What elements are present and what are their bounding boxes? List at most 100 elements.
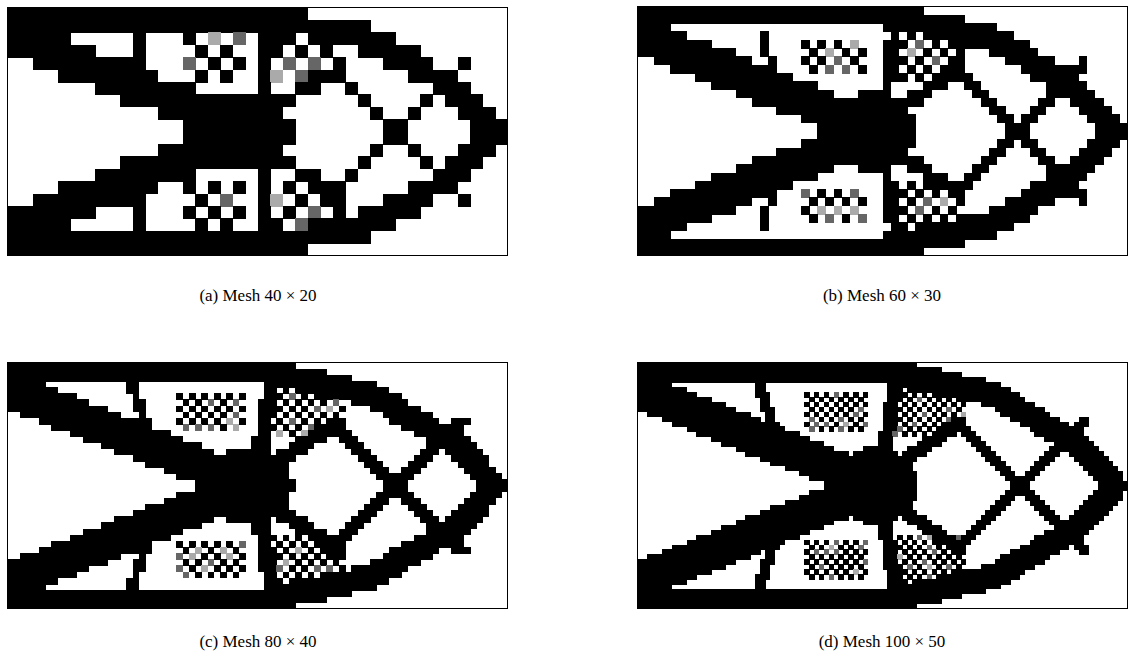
density-cell	[20, 218, 33, 231]
density-cell	[245, 94, 258, 107]
density-cell	[358, 442, 365, 449]
density-cell	[208, 144, 221, 157]
density-cell	[226, 406, 233, 413]
density-cell	[703, 239, 712, 248]
density-cell	[95, 57, 108, 70]
density-cell	[214, 418, 221, 425]
density-cell	[251, 449, 258, 456]
density-cell	[408, 45, 421, 58]
density-cell	[95, 369, 102, 376]
density-cell	[727, 7, 736, 16]
density-cell	[483, 119, 496, 132]
density-cell	[183, 467, 190, 474]
density-cell	[214, 393, 221, 400]
density-cell	[320, 399, 327, 406]
density-cell	[891, 181, 900, 190]
density-cell	[956, 181, 965, 190]
density-cell	[270, 467, 277, 474]
density-cell	[883, 173, 892, 182]
density-cell	[308, 387, 315, 394]
density-cell	[711, 173, 720, 182]
density-cell	[33, 375, 40, 382]
density-cell	[145, 70, 158, 83]
density-cell	[383, 486, 390, 493]
density-cell	[20, 20, 33, 33]
density-cell	[915, 40, 924, 49]
density-cell	[339, 436, 346, 443]
density-cell	[233, 8, 246, 21]
density-cell	[736, 56, 745, 65]
density-cell	[114, 430, 121, 437]
density-cell	[801, 156, 810, 165]
density-cell	[8, 243, 21, 256]
density-cell	[727, 197, 736, 206]
density-cell	[760, 181, 769, 190]
density-cell	[891, 214, 900, 223]
density-cell	[793, 90, 802, 99]
density-cell	[956, 40, 965, 49]
density-cell	[39, 418, 46, 425]
density-cell	[414, 418, 421, 425]
density-cell	[883, 40, 892, 49]
density-cell	[744, 56, 753, 65]
density-cell	[858, 247, 867, 256]
density-cell	[183, 449, 190, 456]
density-cell	[809, 48, 818, 57]
density-cell	[383, 399, 390, 406]
density-cell	[333, 393, 340, 400]
density-cell	[270, 399, 277, 406]
density-cell	[866, 131, 875, 140]
density-cell	[333, 387, 340, 394]
density-cell	[83, 436, 90, 443]
density-cell	[687, 206, 696, 215]
density-cell	[345, 375, 352, 382]
density-cell	[70, 363, 77, 370]
density-cell	[687, 239, 696, 248]
density-cell	[220, 492, 227, 499]
density-cell	[251, 455, 258, 462]
density-cell	[333, 32, 346, 45]
density-cell	[793, 7, 802, 16]
density-cell	[145, 375, 152, 382]
density-cell	[915, 222, 924, 231]
density-cell	[768, 90, 777, 99]
density-cell	[58, 369, 65, 376]
density-cell	[907, 239, 916, 248]
density-cell	[83, 231, 96, 244]
density-cell	[226, 449, 233, 456]
density-cell	[972, 231, 981, 240]
density-cell	[964, 173, 973, 182]
density-cell	[956, 197, 965, 206]
density-cell	[164, 430, 171, 437]
density-cell	[426, 455, 433, 462]
density-cell	[744, 73, 753, 82]
density-cell	[95, 231, 108, 244]
density-cell	[220, 144, 233, 157]
density-cell	[932, 231, 941, 240]
density-cell	[239, 449, 246, 456]
density-cell	[101, 418, 108, 425]
density-cell	[220, 412, 227, 419]
density-cell	[760, 40, 769, 49]
density-cell	[850, 189, 859, 198]
density-cell	[858, 114, 867, 123]
density-cell	[351, 442, 358, 449]
density-cell	[283, 32, 296, 45]
density-cell	[932, 56, 941, 65]
density-cell	[270, 393, 277, 400]
density-cell	[145, 461, 152, 468]
density-cell	[703, 189, 712, 198]
density-cell	[233, 132, 246, 145]
density-cell	[64, 369, 71, 376]
density-cell	[295, 369, 302, 376]
density-cell	[476, 455, 483, 462]
density-cell	[907, 98, 916, 107]
density-cell	[214, 375, 221, 382]
density-cell	[8, 375, 15, 382]
density-cell	[383, 467, 390, 474]
density-cell	[226, 393, 233, 400]
density-cell	[251, 369, 258, 376]
density-cell	[426, 442, 433, 449]
density-cell	[883, 15, 892, 24]
density-cell	[58, 418, 65, 425]
